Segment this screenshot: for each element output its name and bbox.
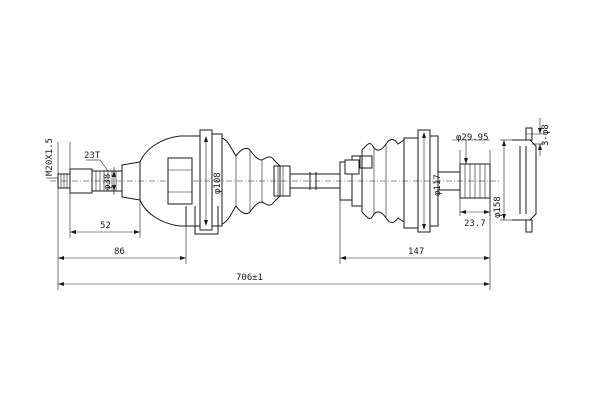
abs-ring-side-view [500, 118, 545, 233]
stub-diameter-label: φ38 [103, 174, 113, 190]
spline-label: 23T [84, 151, 101, 161]
inner-joint-diameter-label: φ117 [433, 174, 443, 196]
outer-joint-diameter-label: φ108 [213, 172, 223, 194]
length-86-label: 86 [114, 247, 125, 257]
outer-boot [221, 137, 291, 225]
stub-diameter-2995-label: φ29.95 [456, 133, 489, 143]
outer-cv-joint [139, 129, 223, 235]
length-147-label: 147 [408, 247, 424, 257]
dimension-lines [57, 188, 491, 290]
threaded-stub [57, 161, 141, 201]
length-237-label: 23.7 [464, 219, 486, 229]
ring-hole-label: 3-φ8 [541, 124, 551, 146]
inner-stub [437, 139, 491, 216]
thread-label: M20X1.5 [45, 138, 55, 176]
left-annotations [46, 142, 116, 195]
length-52-label: 52 [100, 221, 111, 231]
ring-diameter-label: φ158 [493, 196, 503, 218]
drive-shaft-tube [290, 172, 340, 190]
total-length-label: 706±1 [236, 273, 263, 283]
